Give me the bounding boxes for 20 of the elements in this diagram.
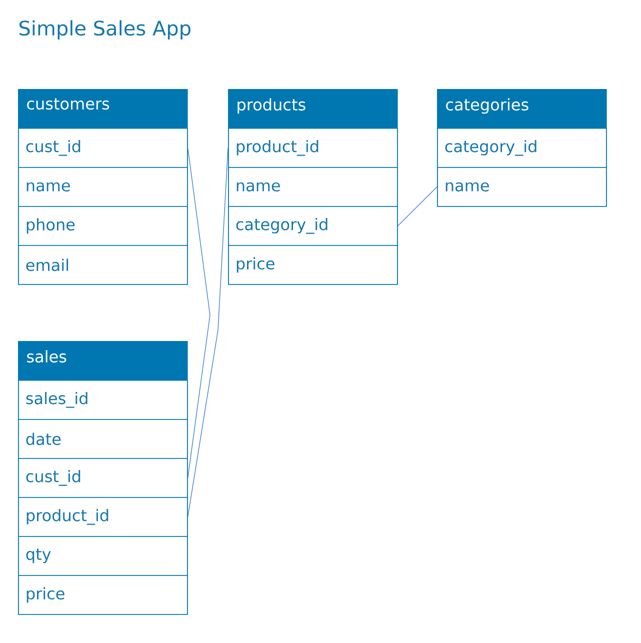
connector-line [187,148,210,478]
table-row: name [228,167,398,207]
table-row: email [18,245,188,285]
table-row: cust_id [18,128,188,168]
table-row: category_id [437,128,607,168]
table-row: product_id [18,497,188,537]
connector-line [397,186,438,226]
connector-line [187,148,228,518]
table-row: date [18,419,188,459]
title: Simple Sales App [20,20,190,40]
table-row: price [18,575,188,615]
table-row: phone [18,206,188,246]
table-row: cust_id [18,458,188,498]
table-row: qty [18,536,188,576]
table-row: sales_id [18,380,188,420]
table-row: name [18,167,188,207]
table-row: price [228,245,398,285]
table-row: product_id [228,128,398,168]
table-row: name [437,167,607,207]
table-row: category_id [228,206,398,246]
